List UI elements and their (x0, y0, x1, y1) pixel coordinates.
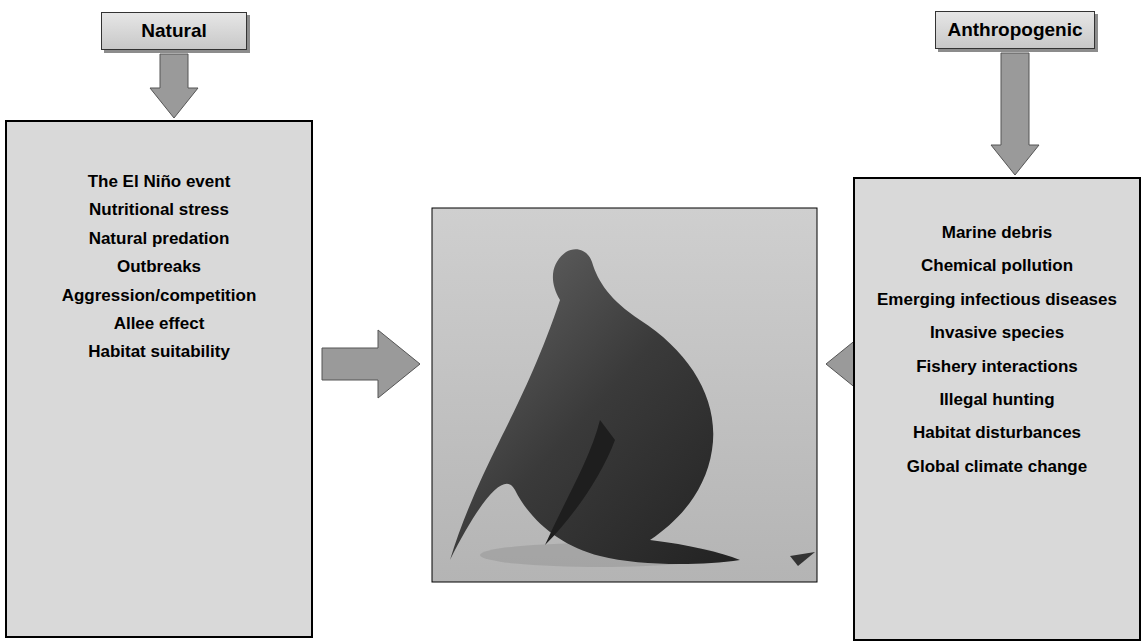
factor-item: Marine debris (865, 223, 1129, 243)
factor-item: Global climate change (865, 457, 1129, 477)
factor-item: Emerging infectious diseases (865, 290, 1129, 310)
factor-list-box: Marine debrisChemical pollutionEmerging … (853, 177, 1141, 641)
block-arrow (991, 53, 1039, 175)
header-text: Anthropogenic (947, 19, 1082, 41)
factor-item: Invasive species (865, 323, 1129, 343)
factor-item: Nutritional stress (17, 200, 301, 220)
factor-item: Outbreaks (17, 257, 301, 277)
block-arrow (322, 330, 420, 398)
sea-lion-photo (432, 208, 817, 582)
factor-item: Chemical pollution (865, 256, 1129, 276)
factor-item: Allee effect (17, 314, 301, 334)
factor-item: Natural predation (17, 229, 301, 249)
factor-item: Habitat disturbances (865, 423, 1129, 443)
factor-item: Illegal hunting (865, 390, 1129, 410)
factor-item: Fishery interactions (865, 357, 1129, 377)
factor-item: Habitat suitability (17, 342, 301, 362)
factor-item: Aggression/competition (17, 286, 301, 306)
category-header: Anthropogenic (935, 11, 1095, 49)
factor-list-box: The El Niño eventNutritional stressNatur… (5, 120, 313, 638)
header-text: Natural (141, 20, 206, 42)
category-header: Natural (101, 12, 247, 50)
factor-item: The El Niño event (17, 172, 301, 192)
block-arrow (150, 54, 198, 118)
